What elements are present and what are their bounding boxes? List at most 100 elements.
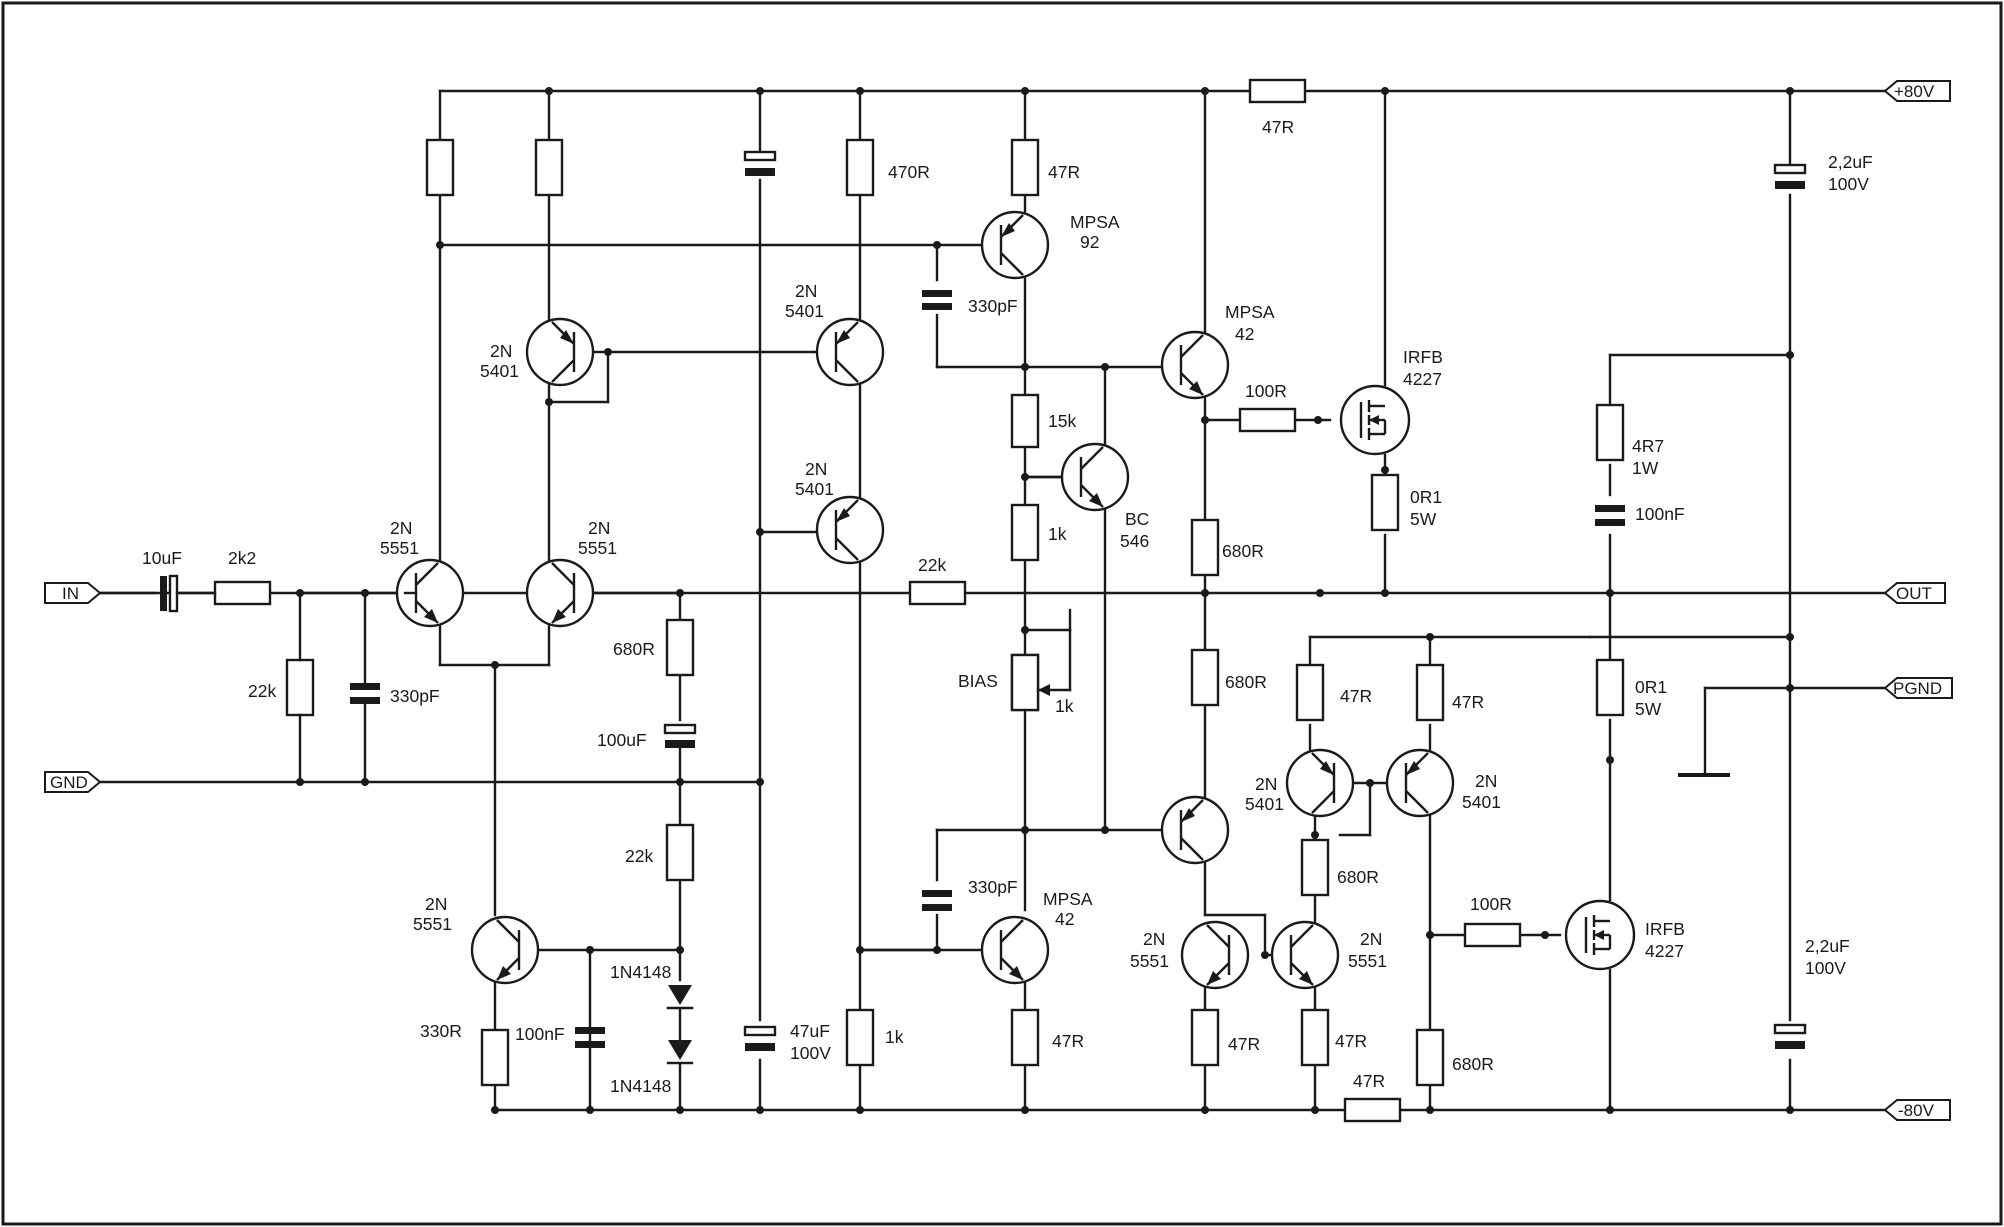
label-q-diff-right-1: 2N [588,518,610,538]
label-q-mos-bot-2: 4227 [1645,941,1684,961]
label-q-mirror-1: 2N [490,341,512,361]
label-q-vas-top-1: MPSA [1070,212,1120,232]
label-r-47-e1: 47R [1228,1034,1260,1054]
label-r-in: 2k2 [228,548,256,568]
label-c-rail-2: 100V [790,1043,831,1063]
terminal-vplus-label: +80V [1894,82,1935,101]
label-d2: 1N4148 [610,1076,671,1096]
label-bias: BIAS [958,671,998,691]
label-q-mos-top-1: IRFB [1403,347,1443,367]
label-c-rail-1: 47uF [790,1021,830,1041]
q-cm-left-symbol [1180,920,1250,990]
q-mirror-symbol [525,317,595,387]
label-zobel-c: 100nF [1635,504,1685,524]
label-r-bias-chain: 22k [625,846,653,866]
label-c-in-shunt: 330pF [390,686,440,706]
label-q-tail-1: 2N [425,894,447,914]
label-r-tail: 330R [420,1021,462,1041]
label-q-cs-bot-1: 2N [805,459,827,479]
label-r-680-m: 680R [1337,867,1379,887]
label-r-gate-bot: 100R [1470,894,1512,914]
label-r-vas-bot: 47R [1052,1031,1084,1051]
label-q-drv-top-2: 42 [1235,324,1254,344]
q-cs-top-symbol [815,317,885,387]
label-q-tail-2: 5551 [413,914,452,934]
terminal-pgnd-label: PGND [1893,679,1942,698]
capacitors [160,150,1807,1051]
label-q-cs-top-2: 5401 [785,301,824,321]
label-bias-value: 1k [1055,696,1074,716]
label-r-fb: 22k [918,555,946,575]
label-q-mirror2-left-1: 2N [1255,774,1277,794]
label-zobel-r-1: 4R7 [1632,436,1664,456]
label-q-vas-top-2: 92 [1080,232,1099,252]
q-mos-bot-symbol [1564,899,1636,971]
label-zobel-r-2: 1W [1632,458,1659,478]
label-c-rail-top-2: 100V [1828,174,1869,194]
label-c-vas-bot: 330pF [968,877,1018,897]
diodes [666,985,694,1065]
q-vbe-symbol [1060,442,1130,512]
q-tail-symbol [470,915,540,985]
label-q-vbe-2: 546 [1120,531,1149,551]
label-q-diff-right-2: 5551 [578,538,617,558]
label-q-mos-bot-1: IRFB [1645,919,1685,939]
label-r-in-shunt: 22k [248,681,276,701]
q-cm-right-symbol [1270,920,1340,990]
label-q-cm-left-1: 2N [1143,929,1165,949]
terminal-pgnd: PGND [1883,677,1953,699]
label-r-680-gate: 680R [1452,1054,1494,1074]
label-c-tail: 100nF [515,1024,565,1044]
junction-dots [296,87,1794,1114]
label-c-in: 10uF [142,548,182,568]
q-mirror2-left-symbol [1285,748,1355,818]
label-r-cs-bot: 1k [885,1027,904,1047]
label-q-cm-right-2: 5551 [1348,951,1387,971]
component-labels: 10uF 2k2 22k 330pF 2N 5551 2N 5551 2N 54… [142,117,1873,1096]
q-drv-top-symbol [1160,330,1230,400]
label-r-47-m1: 47R [1340,686,1372,706]
label-q-mirror2-right-2: 5401 [1462,792,1501,812]
label-r-47-bottom: 47R [1353,1071,1385,1091]
label-r-drv-top: 47R [1262,117,1294,137]
label-q-cm-right-1: 2N [1360,929,1382,949]
label-r-src-top-2: 5W [1410,509,1437,529]
q-vas-bot-symbol [980,915,1050,985]
terminal-in-label: IN [62,584,79,603]
label-r-cs: 470R [888,162,930,182]
terminal-in: IN [44,582,102,604]
label-r-47-m2: 47R [1452,692,1484,712]
q-mos-top-symbol [1339,384,1411,456]
label-c-rail-bot-2: 100V [1805,958,1846,978]
label-q-mirror2-right-1: 2N [1475,771,1497,791]
label-q-diff-left-1: 2N [390,518,412,538]
label-c-rail-bot-1: 2,2uF [1805,936,1850,956]
label-q-cm-left-2: 5551 [1130,951,1169,971]
terminal-gnd: GND [44,771,102,793]
q-diff-right-symbol [525,558,595,628]
label-q-diff-left-2: 5551 [380,538,419,558]
terminal-vplus: +80V [1883,80,1951,102]
label-q-drv-top-1: MPSA [1225,302,1275,322]
label-r-680-2: 680R [1225,672,1267,692]
terminals: IN GND OUT PGND +80V -80V [44,80,1953,1121]
label-q-vbe-1: BC [1125,509,1149,529]
label-q-vas-bot-1: MPSA [1043,889,1093,909]
q-cs-bot-symbol [815,495,885,565]
label-d1: 1N4148 [610,962,671,982]
label-q-cs-top-1: 2N [795,281,817,301]
label-r-15k: 15k [1048,411,1076,431]
label-r-src-bot-2: 5W [1635,699,1662,719]
label-q-vas-bot-2: 42 [1055,909,1074,929]
label-r-680-1: 680R [1222,541,1264,561]
q-vas-top-symbol [980,210,1050,280]
label-r-1k: 1k [1048,524,1067,544]
label-q-cs-bot-2: 5401 [795,479,834,499]
label-q-mirror2-left-2: 5401 [1245,794,1284,814]
label-r-fb-shunt: 680R [613,639,655,659]
label-r-vas-top: 47R [1048,162,1080,182]
label-c-fb: 100uF [597,730,647,750]
transistors [395,210,1636,990]
terminal-vminus: -80V [1883,1099,1951,1121]
